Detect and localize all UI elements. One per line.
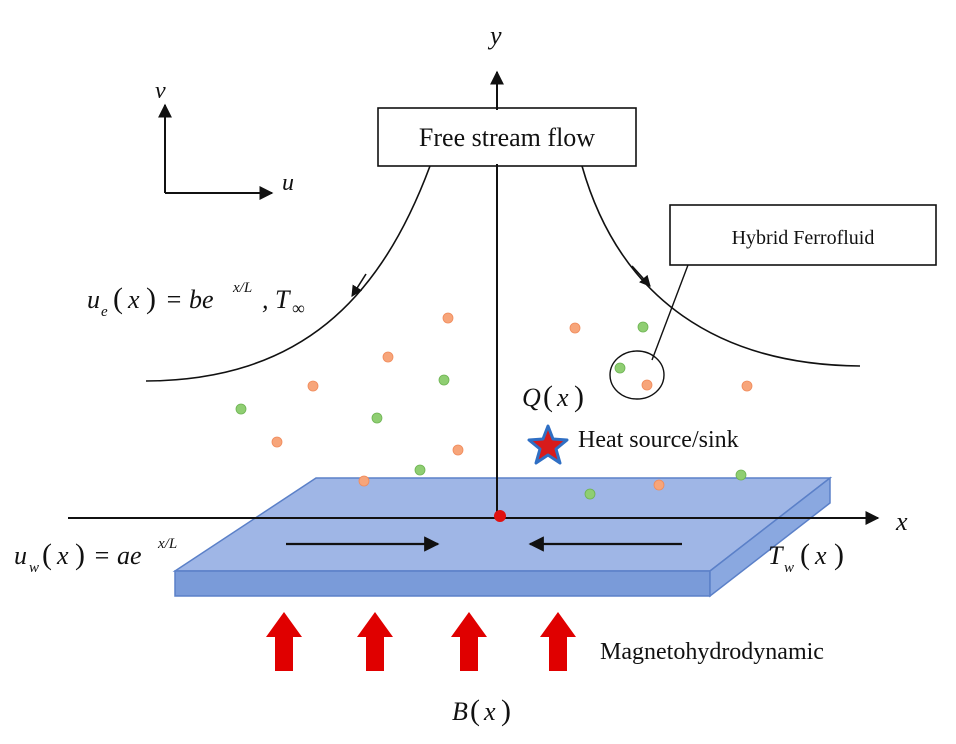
heat-source-star-icon [527, 424, 569, 465]
v-label: v [155, 78, 166, 104]
streamline-left-arrow [351, 273, 367, 297]
magnetic-field-arrows [266, 612, 576, 671]
b-var: B [452, 697, 468, 726]
q-var: Q [522, 383, 541, 412]
ue-sub: e [101, 304, 108, 320]
b-paren-open: ( [470, 694, 480, 727]
streamline-right [581, 165, 861, 367]
particle-green [735, 469, 747, 481]
uw-arg: x [56, 541, 69, 570]
hybrid-ferrofluid-box [669, 204, 937, 266]
magnetic-field-arrow-icon [266, 612, 302, 671]
wall-velocity-equation: u w ( x ) = ae x/L [14, 536, 177, 576]
particle-green [438, 374, 450, 386]
uw-sub: w [29, 560, 39, 576]
nanoparticles [235, 312, 753, 500]
free-stream-label: Free stream flow [419, 123, 595, 152]
hybrid-callout-circle [609, 350, 665, 400]
tw-arg: x [814, 541, 827, 570]
particle-orange [382, 351, 394, 363]
particle-orange [653, 479, 665, 491]
particle-orange [569, 322, 581, 334]
sheet-front-face [174, 570, 711, 597]
sheet-side-face [709, 476, 831, 598]
tw-var: T [768, 541, 784, 570]
y-axis-label: y [487, 21, 502, 50]
q-paren-open: ( [543, 380, 553, 413]
particle-orange [307, 380, 319, 392]
ue-rhs: = be [165, 285, 214, 314]
mhd-label: Magnetohydrodynamic [600, 639, 824, 665]
ue-arg: x [127, 285, 140, 314]
uw-paren-close: ) [75, 538, 85, 571]
particle-orange [358, 475, 370, 487]
u-label: u [282, 170, 294, 196]
origin-dot [494, 510, 506, 522]
x-axis-label: x [895, 507, 908, 536]
tw-paren-close: ) [834, 538, 844, 571]
particle-orange [641, 379, 653, 391]
ue-var: u [87, 285, 100, 314]
stretching-sheet [172, 476, 833, 598]
free-stream-equation: u e ( x ) = be x/L , T ∞ [87, 280, 305, 320]
uw-paren-open: ( [42, 538, 52, 571]
uw-rhs: = ae [93, 541, 142, 570]
particle-orange [741, 380, 753, 392]
ue-exponent: x/L [232, 280, 252, 296]
wall-temperature: T w ( x ) [768, 538, 844, 576]
streamline-right-arrow [631, 265, 651, 287]
free-stream-box-fill [380, 110, 634, 164]
tw-paren-open: ( [800, 538, 810, 571]
velocity-frame: v u [155, 78, 294, 200]
magnetic-field-arrow-icon [540, 612, 576, 671]
q-paren-close: ) [574, 380, 584, 413]
particle-green [235, 403, 247, 415]
particle-green [637, 321, 649, 333]
b-paren-close: ) [501, 694, 511, 727]
ue-paren-close: ) [146, 282, 156, 315]
particle-orange [452, 444, 464, 456]
uw-var: u [14, 541, 27, 570]
particle-green [614, 362, 626, 374]
hybrid-ferrofluid-label: Hybrid Ferrofluid [732, 227, 875, 249]
uw-exponent: x/L [157, 536, 177, 552]
particle-orange [442, 312, 454, 324]
tw-sub: w [784, 560, 794, 576]
magnetic-field-symbol: B ( x ) [452, 694, 511, 727]
particle-orange [271, 436, 283, 448]
magnetic-field-arrow-icon [451, 612, 487, 671]
heat-source-label: Heat source/sink [578, 427, 739, 453]
particle-green [414, 464, 426, 476]
ue-suffix: , T [262, 285, 291, 314]
q-arg: x [556, 383, 569, 412]
heat-source: Q ( x ) Heat source/sink [522, 380, 739, 465]
streamline-left [145, 165, 431, 382]
ue-suffix-sub: ∞ [292, 298, 305, 318]
particle-green [584, 488, 596, 500]
magnetic-field-arrow-icon [357, 612, 393, 671]
ue-paren-open: ( [113, 282, 123, 315]
hybrid-callout-line [651, 264, 689, 361]
b-arg: x [483, 697, 496, 726]
particle-green [371, 412, 383, 424]
